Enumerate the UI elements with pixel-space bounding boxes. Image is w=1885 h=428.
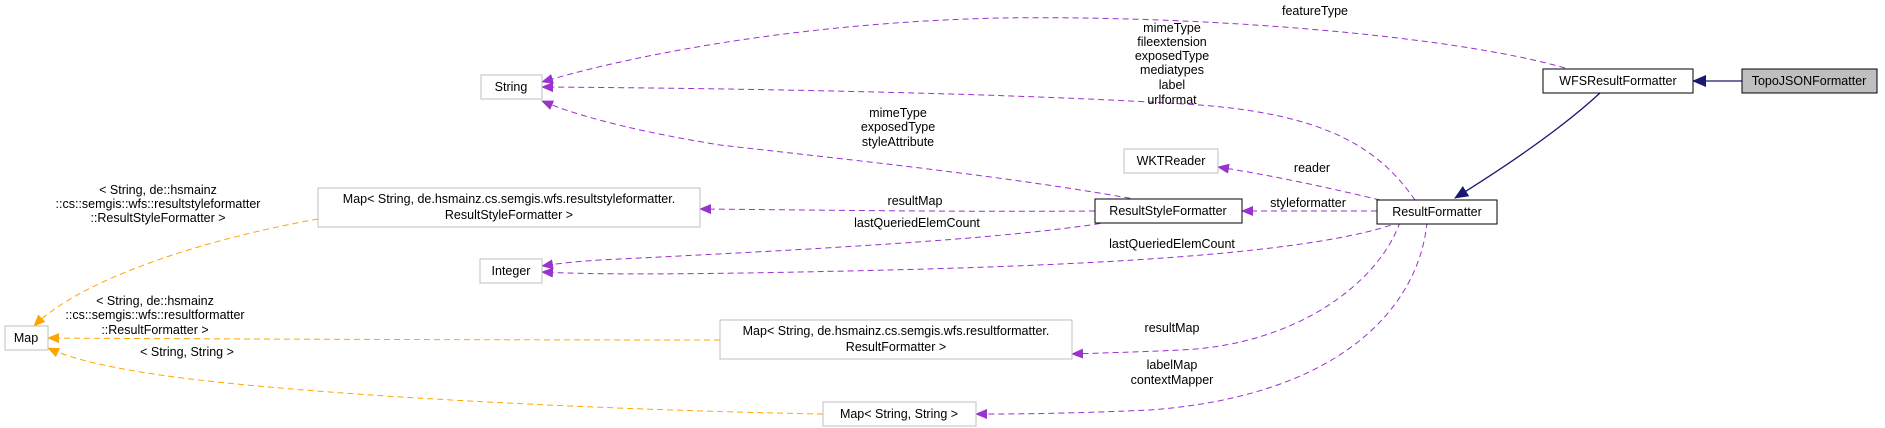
edge-style-string: [541, 100, 1141, 201]
label-resultmap-result: resultMap: [1145, 321, 1200, 335]
class-name-resultformatter: ResultFormatter: [1392, 205, 1482, 219]
class-node-string[interactable]: String: [480, 74, 543, 100]
class-node-topojsonformatter[interactable]: TopoJSONFormatter: [1741, 68, 1878, 94]
edges: [33, 17, 1742, 419]
class-node-wfsresultformatter[interactable]: WFSResultFormatter: [1542, 68, 1694, 94]
class-name-wfsresultformatter: WFSResultFormatter: [1559, 74, 1676, 88]
label-label-context-0: labelMap: [1147, 358, 1198, 372]
label-styleformatter: styleformatter: [1270, 196, 1346, 210]
class-node-resultformatter[interactable]: ResultFormatter: [1376, 199, 1498, 225]
label-result-string-3: mediatypes: [1140, 63, 1204, 77]
class-name-wktreader: WKTReader: [1137, 154, 1206, 168]
edge-reader: [1217, 163, 1381, 201]
edge-featuretype: [541, 17, 1566, 84]
label-result-string-1: fileextension: [1137, 35, 1207, 49]
class-node-map-string-string[interactable]: Map< String, String >: [822, 401, 977, 427]
label-lastqueried-result: lastQueriedElemCount: [1109, 237, 1235, 251]
class-node-integer[interactable]: Integer: [479, 258, 543, 284]
label-template-ss: < String, String >: [140, 345, 234, 359]
label-template-result-2: ::ResultFormatter >: [101, 323, 208, 337]
class-name-map-resultformatter-1: ResultFormatter >: [846, 340, 946, 354]
class-node-wktreader[interactable]: WKTReader: [1123, 148, 1219, 174]
edge-resultmap-style: [699, 204, 1096, 215]
class-name-string: String: [495, 80, 528, 94]
class-name-map: Map: [14, 331, 38, 345]
class-name-map-resultstyleformatter-0: Map< String, de.hsmainz.cs.semgis.wfs.re…: [343, 192, 675, 206]
label-template-result-0: < String, de::hsmainz: [96, 294, 214, 308]
class-name-integer: Integer: [492, 264, 531, 278]
label-style-string-0: mimeType: [869, 106, 927, 120]
label-template-style-2: ::ResultStyleFormatter >: [90, 211, 225, 225]
edge-template-ss: [47, 347, 824, 415]
label-template-result-1: ::cs::semgis::wfs::resultformatter: [65, 308, 244, 322]
class-name-resultstyleformatter: ResultStyleFormatter: [1109, 204, 1226, 218]
class-name-map-resultstyleformatter-1: ResultStyleFormatter >: [445, 208, 573, 222]
edge-lastqueried-result: [541, 221, 1401, 278]
class-name-topojsonformatter: TopoJSONFormatter: [1752, 74, 1867, 88]
label-style-string-2: styleAttribute: [862, 135, 934, 149]
edge-label-context: [975, 221, 1428, 419]
edge-template-result: [47, 333, 721, 344]
edge-template-style: [33, 218, 319, 327]
class-name-map-resultformatter-0: Map< String, de.hsmainz.cs.semgis.wfs.re…: [743, 324, 1050, 338]
class-node-resultstyleformatter[interactable]: ResultStyleFormatter: [1094, 198, 1243, 224]
label-style-string-1: exposedType: [861, 120, 935, 134]
label-template-style-0: < String, de::hsmainz: [99, 183, 217, 197]
label-template-style-1: ::cs::semgis::wfs::resultstyleformatter: [56, 197, 261, 211]
edge-labels: featureType mimeType fileextension expos…: [56, 4, 1349, 387]
nodes: TopoJSONFormatter WFSResultFormatter Res…: [4, 68, 1878, 427]
edge-resultmap-result: [1071, 221, 1401, 359]
class-node-map-resultformatter[interactable]: Map< String, de.hsmainz.cs.semgis.wfs.re…: [719, 319, 1073, 360]
label-result-string-4: label: [1159, 78, 1185, 92]
label-featuretype: featureType: [1282, 4, 1348, 18]
edge-wfs-inherits-result: [1454, 92, 1601, 199]
class-name-map-string-string: Map< String, String >: [840, 407, 958, 421]
label-resultmap-style: resultMap: [888, 194, 943, 208]
class-node-map[interactable]: Map: [4, 325, 49, 351]
label-result-string-2: exposedType: [1135, 49, 1209, 63]
label-label-context-1: contextMapper: [1131, 373, 1214, 387]
label-reader: reader: [1294, 161, 1330, 175]
label-result-string-5: urlformat: [1147, 93, 1197, 107]
label-lastqueried-style: lastQueriedElemCount: [854, 216, 980, 230]
edge-lastqueried-style: [541, 221, 1111, 270]
class-node-map-resultstyleformatter[interactable]: Map< String, de.hsmainz.cs.semgis.wfs.re…: [317, 187, 701, 228]
edge-result-string: [541, 82, 1416, 201]
label-result-string-0: mimeType: [1143, 21, 1201, 35]
